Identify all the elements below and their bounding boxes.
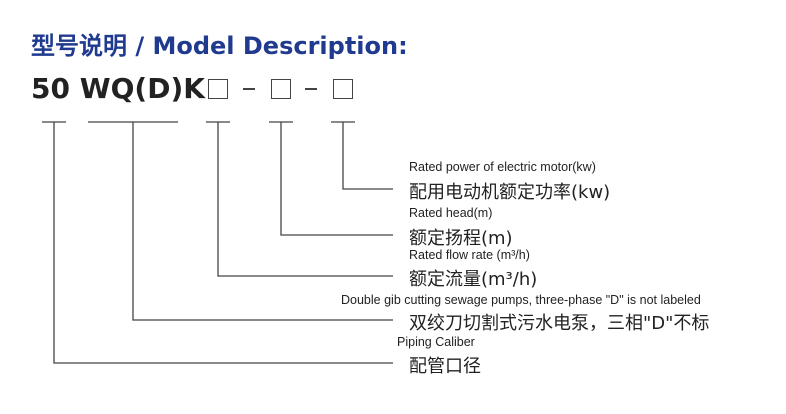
label-flow-en: Rated flow rate (m³/h) (409, 248, 530, 262)
power-placeholder-box (208, 79, 228, 99)
label-type-cn: 双绞刀切割式污水电泵，三相"D"不标 (409, 313, 710, 334)
page-title: 型号说明 / Model Description: (31, 32, 408, 60)
connector-flow (217, 122, 393, 277)
label-power-cn: 配用电动机额定功率(kw) (409, 182, 611, 203)
label-head-en: Rated head(m) (409, 206, 493, 220)
flow-placeholder-box (333, 79, 353, 99)
head-placeholder-box (271, 79, 291, 99)
label-caliber-en: Piping Caliber (397, 335, 475, 349)
label-power-en: Rated power of electric motor(kw) (409, 160, 596, 174)
connector-type (132, 122, 393, 321)
label-head-cn: 额定扬程(m) (409, 228, 513, 249)
model-code: 50 WQ(D)K (31, 72, 205, 105)
label-caliber-cn: 配管口径 (409, 356, 481, 377)
label-type-en: Double gib cutting sewage pumps, three-p… (341, 293, 701, 307)
separator-dash (243, 88, 255, 90)
connector-caliber (53, 122, 393, 364)
label-flow-cn: 额定流量(m³/h) (409, 269, 538, 290)
connector-head (280, 122, 393, 236)
connector-power (342, 122, 393, 190)
separator-dash (305, 88, 317, 90)
